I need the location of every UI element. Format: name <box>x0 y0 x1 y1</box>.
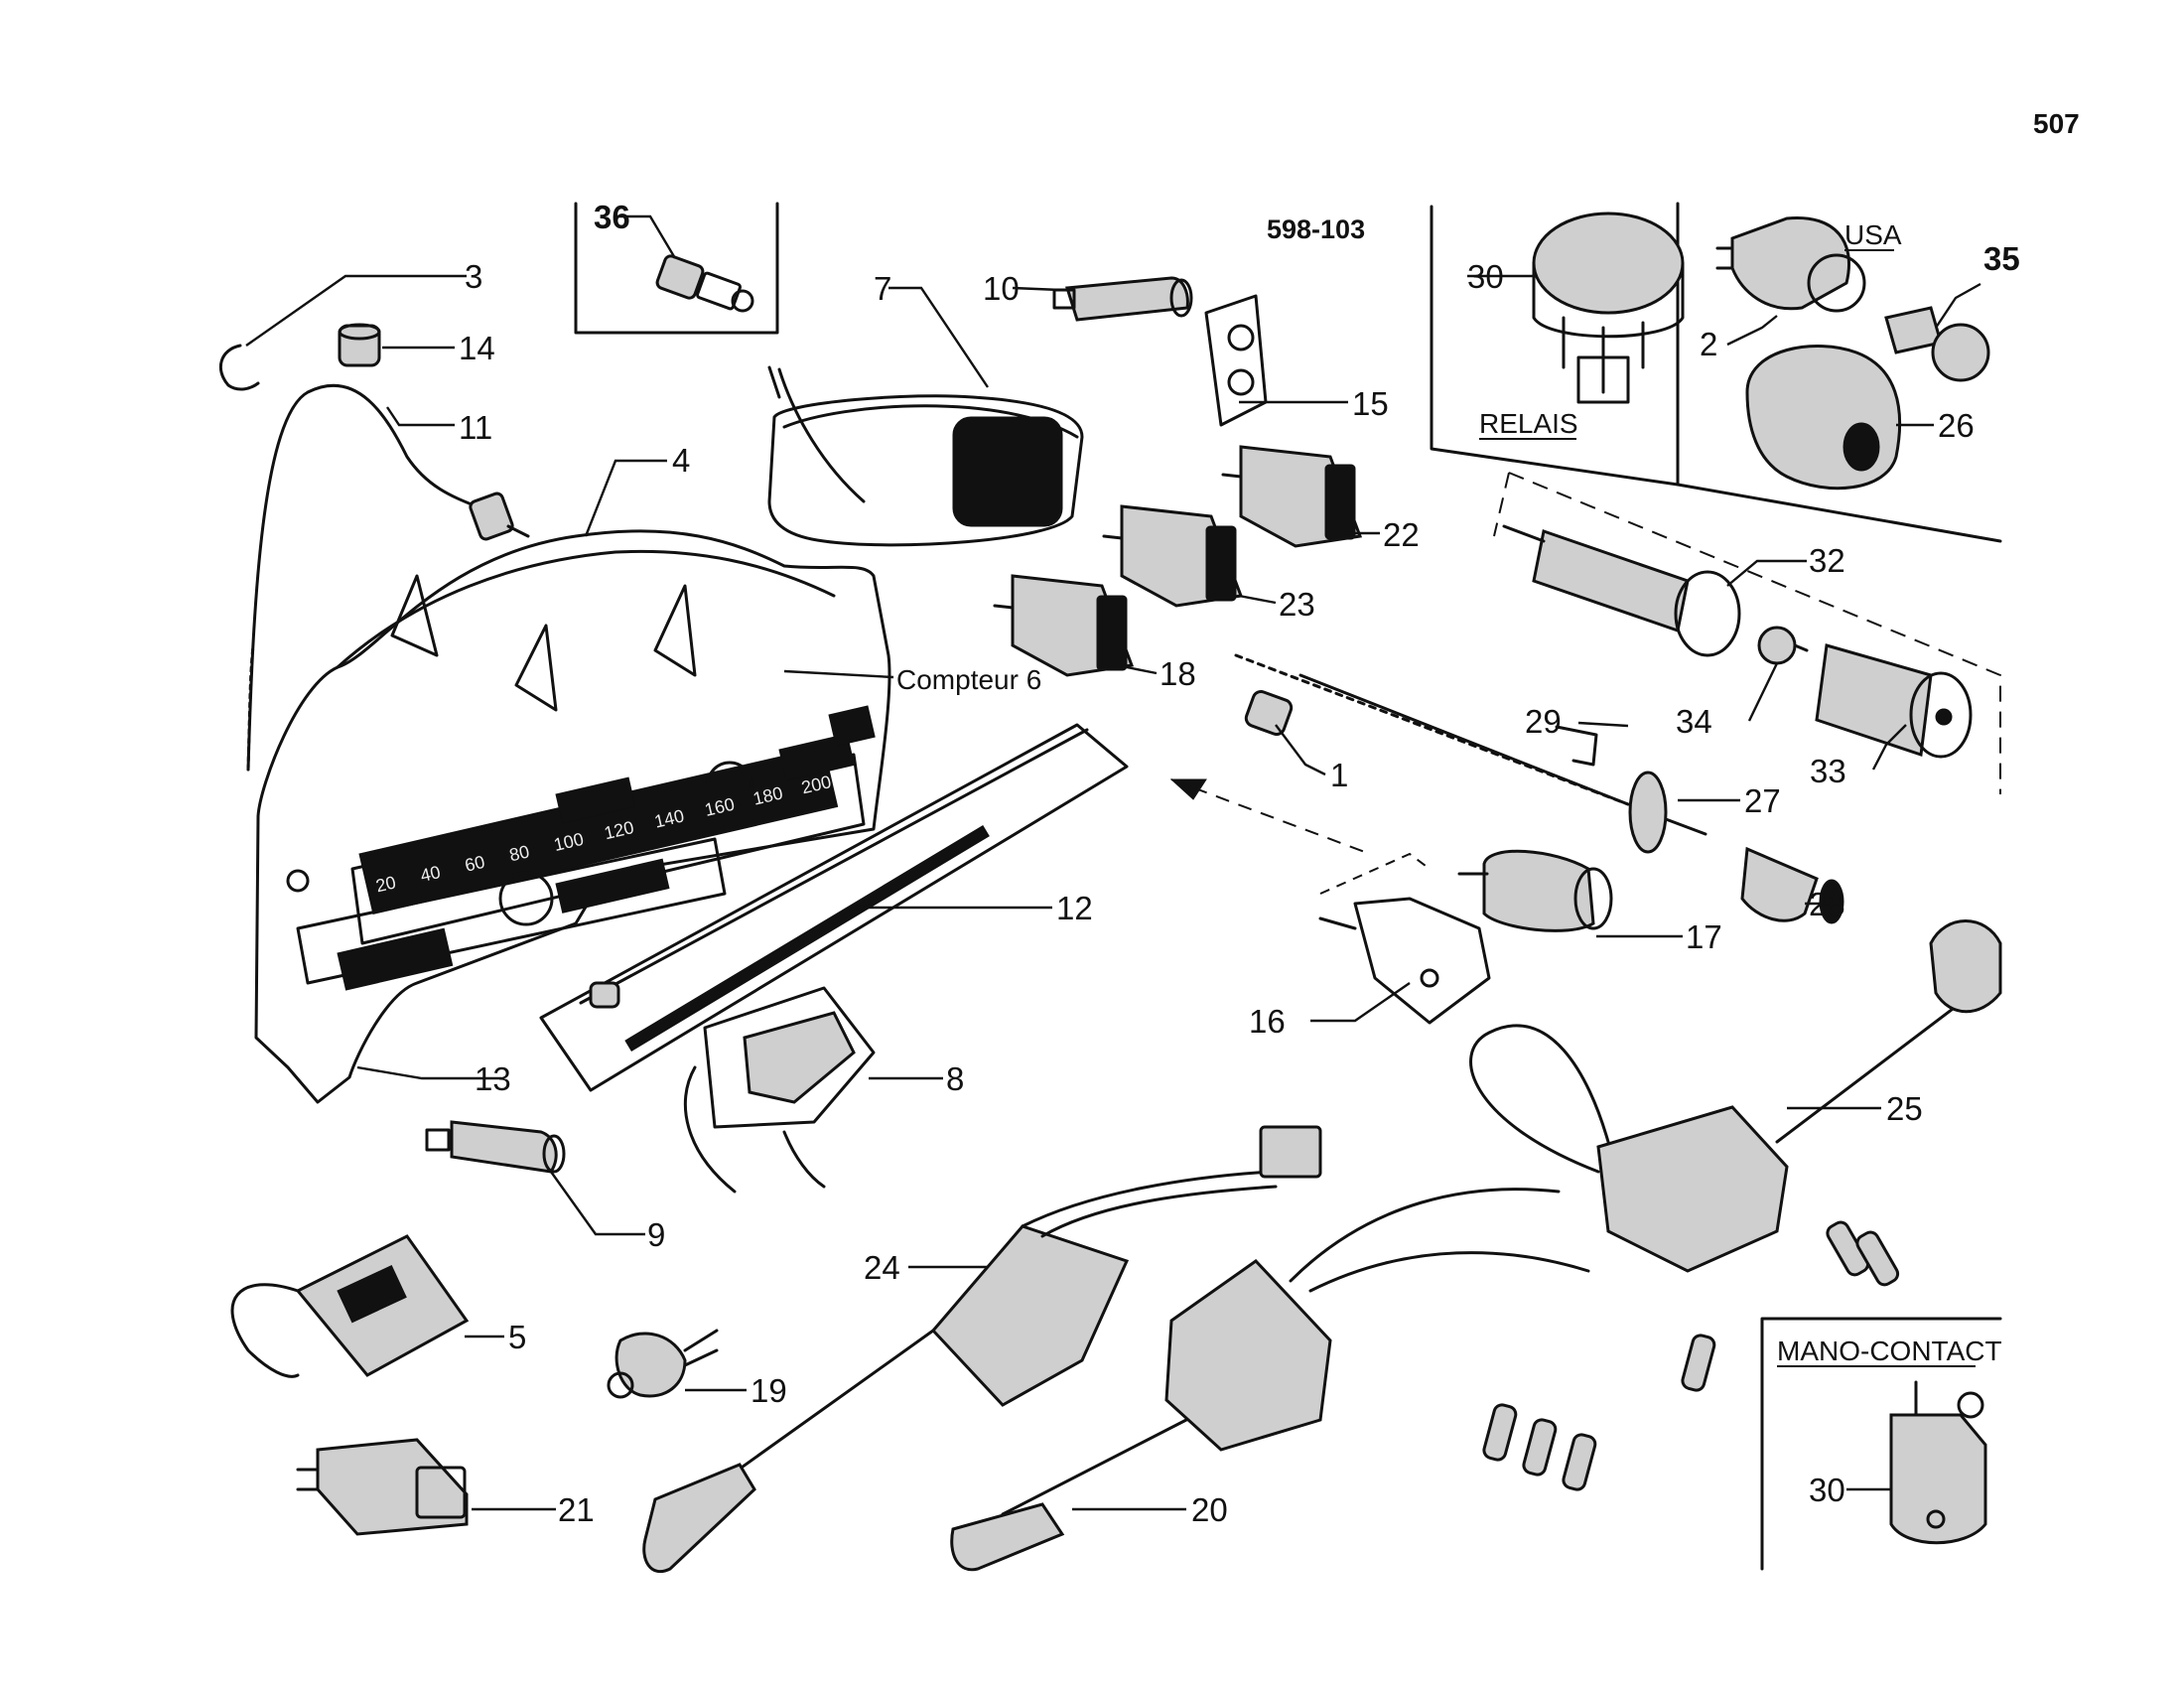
callout-10: 10 <box>983 270 1020 307</box>
part-12-trim-strip <box>539 723 1129 1092</box>
callout-9: 9 <box>647 1216 665 1253</box>
callout-5: 5 <box>508 1319 526 1355</box>
callout-18: 18 <box>1160 655 1196 692</box>
callout-27: 27 <box>1744 782 1781 819</box>
callout-15: 15 <box>1352 385 1389 422</box>
part-16-bracket <box>1318 897 1491 1025</box>
callout-35: 35 <box>1983 240 2020 277</box>
part-10-connector <box>1052 276 1193 322</box>
caption-underlines <box>1479 249 1976 1367</box>
callout-19: 19 <box>751 1372 787 1409</box>
part-18-switch <box>993 574 1135 677</box>
part-33-lighter-plug <box>1815 643 1973 759</box>
callout-17: 17 <box>1686 918 1722 955</box>
part-7-clock <box>767 365 1084 547</box>
leader-lines <box>245 214 1981 1511</box>
cigar-lighter-dashed-box <box>1493 472 2001 794</box>
part-30-relay <box>1532 211 1685 404</box>
part-13-screw <box>589 981 620 1009</box>
part-35-key <box>1884 306 1990 382</box>
callout-26: 26 <box>1938 407 1975 444</box>
callout-30-pressure: 30 <box>1809 1472 1845 1508</box>
speed-label-20: 20 <box>374 872 398 896</box>
part-26-cover <box>1745 345 1902 491</box>
part-8-switch <box>683 986 876 1194</box>
callout-7: 7 <box>874 270 891 307</box>
part-5-switch <box>230 1234 470 1378</box>
part-9-connector <box>425 1120 566 1174</box>
callout-3: 3 <box>465 258 482 295</box>
part-34-bulb-holder <box>1757 626 1809 665</box>
callout-30-relay: 30 <box>1467 258 1504 295</box>
inset-relais-frame <box>1430 202 2002 543</box>
part-28-knob <box>1740 846 1844 924</box>
callout-25: 25 <box>1886 1090 1923 1127</box>
callout-1: 1 <box>1330 757 1348 793</box>
part-4-instrument-panel <box>254 529 891 1104</box>
part-25-combination-switch <box>1469 919 2002 1287</box>
part-11-speedo-cable <box>246 383 530 772</box>
mano-contact-caption: MANO-CONTACT <box>1777 1336 2002 1366</box>
part-36-sensor <box>655 254 754 313</box>
part-1-knob <box>1244 689 1294 737</box>
callout-2: 2 <box>1700 326 1717 362</box>
callout-13: 13 <box>475 1060 511 1097</box>
part-27-cable <box>1234 653 1707 854</box>
callout-11: 11 <box>459 409 492 446</box>
relais-caption: RELAIS <box>1479 408 1578 439</box>
diagram-reference: 598-103 <box>1267 214 1365 244</box>
part-15-plate <box>1204 294 1268 427</box>
callout-22: 22 <box>1383 516 1420 553</box>
part-20-indicator-switch <box>950 1188 1716 1572</box>
fit-direction-arrow <box>1169 778 1431 895</box>
callout-20: 20 <box>1191 1491 1228 1528</box>
callout-33: 33 <box>1810 753 1846 789</box>
speed-label-60: 60 <box>463 852 486 876</box>
part-2-ignition-lock <box>1715 215 1866 313</box>
part-32-lighter-socket <box>1502 524 1741 657</box>
callout-36: 36 <box>594 199 630 235</box>
callout-32: 32 <box>1809 542 1845 579</box>
callouts: 3 14 11 4 36 7 10 15 22 23 18 Compteur 6… <box>459 199 2020 1528</box>
part-22-switch <box>1221 445 1363 548</box>
inset-mano-contact-frame <box>1760 1317 2002 1571</box>
speed-label-40: 40 <box>418 862 442 886</box>
part-30-pressure-switch <box>1889 1380 1987 1545</box>
usa-caption: USA <box>1844 219 1902 250</box>
callout-29: 29 <box>1525 703 1562 740</box>
callout-12: 12 <box>1056 890 1093 926</box>
callout-23: 23 <box>1279 586 1315 623</box>
part-21-switch <box>296 1438 469 1536</box>
speed-scale: 20 40 60 80 100 120 140 160 180 200 <box>374 772 833 896</box>
callout-8: 8 <box>946 1060 964 1097</box>
speed-label-80: 80 <box>507 841 531 865</box>
inset-36-frame <box>574 202 779 335</box>
part-3-clip <box>218 344 260 391</box>
callout-34: 34 <box>1676 703 1712 740</box>
part-14-bushing <box>338 323 381 367</box>
callout-24: 24 <box>864 1249 900 1286</box>
callout-16: 16 <box>1249 1003 1286 1040</box>
callout-14: 14 <box>459 330 495 366</box>
part-17-solenoid <box>1457 849 1613 932</box>
page-number: 507 <box>2033 108 2080 139</box>
callout-21: 21 <box>558 1491 595 1528</box>
compteur-label: Compteur 6 <box>896 664 1041 695</box>
part-23-switch <box>1102 504 1244 608</box>
part-24-wiper-switch <box>642 1125 1322 1574</box>
part-19-sensor <box>607 1329 719 1399</box>
part-29-clip <box>1555 725 1598 767</box>
callout-4: 4 <box>672 442 690 479</box>
callout-28: 28 <box>1809 886 1845 922</box>
